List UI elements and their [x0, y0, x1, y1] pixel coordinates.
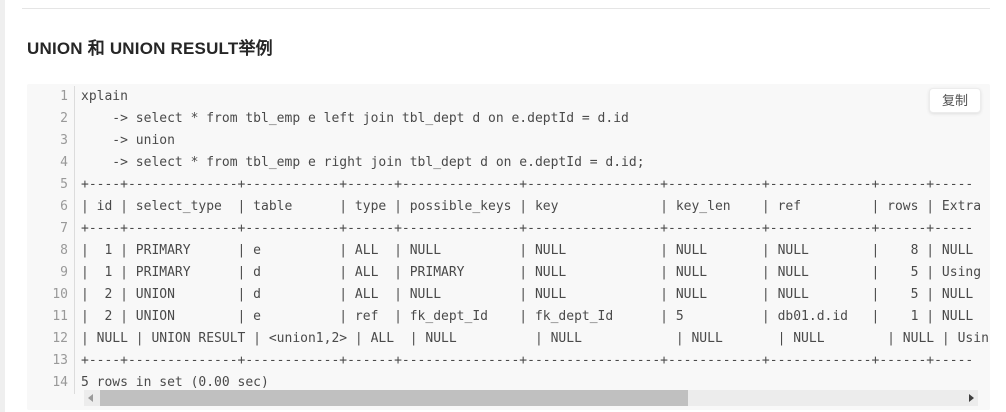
code-line: 7 +----+--------------+------------+-----…: [27, 218, 990, 240]
horizontal-scrollbar[interactable]: [84, 390, 978, 406]
line-number: 7: [27, 218, 75, 240]
line-number: 13: [27, 350, 75, 372]
line-number: 5: [27, 174, 75, 196]
line-number: 8: [27, 240, 75, 262]
code-line: 14 5 rows in set (0.00 sec): [27, 372, 990, 394]
line-content: | 1 | PRIMARY | d | ALL | PRIMARY | NULL…: [81, 265, 982, 280]
section-heading: UNION 和 UNION RESULT举例: [27, 39, 273, 58]
line-content: 5 rows in set (0.00 sec): [81, 375, 269, 390]
line-content: +----+--------------+------------+------…: [81, 221, 974, 236]
code-line: 3 -> union: [27, 130, 990, 152]
line-content: -> select * from tbl_emp e left join tbl…: [81, 111, 629, 126]
line-number: 4: [27, 152, 75, 174]
code-line: 2 -> select * from tbl_emp e left join t…: [27, 108, 990, 130]
code-line: 1 xplain: [27, 86, 990, 108]
code-line: 8 | 1 | PRIMARY | e | ALL | NULL | NULL |…: [27, 240, 990, 262]
line-number: 3: [27, 130, 75, 152]
line-number: 14: [27, 372, 75, 394]
code-line: 4 -> select * from tbl_emp e right join …: [27, 152, 990, 174]
line-number: 9: [27, 262, 75, 284]
code-line: 11 | 2 | UNION | e | ref | fk_dept_Id | f…: [27, 306, 990, 328]
code-line: 5 +----+--------------+------------+-----…: [27, 174, 990, 196]
line-number: 11: [27, 306, 75, 328]
line-content: -> union: [81, 133, 175, 148]
code-line: 12 | NULL | UNION RESULT | <union1,2> | A…: [27, 328, 990, 350]
line-content: +----+--------------+------------+------…: [81, 353, 974, 368]
scrollbar-thumb[interactable]: [100, 390, 688, 406]
line-content: | NULL | UNION RESULT | <union1,2> | ALL…: [81, 331, 989, 346]
section-divider: [22, 8, 990, 9]
code-line: 10 | 2 | UNION | d | ALL | NULL | NULL | …: [27, 284, 990, 306]
left-edge-strip: [0, 0, 5, 412]
line-number: 2: [27, 108, 75, 130]
code-block: 复制 1 xplain 2 -> select * from tbl_emp e l…: [27, 84, 990, 410]
line-content: | 1 | PRIMARY | e | ALL | NULL | NULL | …: [81, 243, 974, 258]
code-line: 6 | id | select_type | table | type | pos…: [27, 196, 990, 218]
scroll-right-arrow-icon[interactable]: [964, 390, 978, 406]
line-number: 1: [27, 86, 75, 108]
line-number: 12: [27, 328, 75, 350]
code-line: 13 +----+--------------+------------+----…: [27, 350, 990, 372]
code-lines: 1 xplain 2 -> select * from tbl_emp e left…: [27, 86, 990, 394]
line-content: | id | select_type | table | type | poss…: [81, 199, 982, 214]
line-content: +----+--------------+------------+------…: [81, 177, 974, 192]
line-content: xplain: [81, 89, 128, 104]
line-content: | 2 | UNION | e | ref | fk_dept_Id | fk_…: [81, 309, 974, 324]
line-number: 6: [27, 196, 75, 218]
copy-button[interactable]: 复制: [928, 88, 981, 113]
line-content: -> select * from tbl_emp e right join tb…: [81, 155, 645, 170]
scroll-left-arrow-icon[interactable]: [84, 390, 98, 406]
line-number: 10: [27, 284, 75, 306]
line-content: | 2 | UNION | d | ALL | NULL | NULL | NU…: [81, 287, 974, 302]
code-line: 9 | 1 | PRIMARY | d | ALL | PRIMARY | NUL…: [27, 262, 990, 284]
